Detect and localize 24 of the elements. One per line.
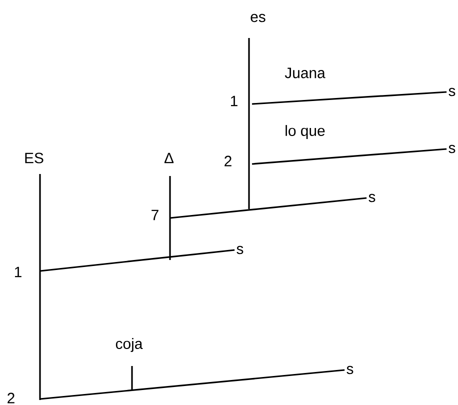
edge-label: coja xyxy=(116,338,143,352)
line xyxy=(39,174,41,400)
node-label: s xyxy=(448,144,456,154)
number-label: 2 xyxy=(224,156,232,166)
node-label: s xyxy=(448,88,456,96)
node-label: s xyxy=(368,194,376,202)
number-label: 2 xyxy=(8,392,14,404)
line xyxy=(252,148,447,165)
edge-label: Juana xyxy=(284,68,326,78)
number-label: 7 xyxy=(152,210,158,220)
edge-label: lo que xyxy=(286,125,325,139)
line xyxy=(169,176,171,260)
node-label: Δ xyxy=(164,152,174,164)
node-label: es xyxy=(250,14,266,22)
node-label: ES xyxy=(25,152,44,164)
line xyxy=(248,38,250,209)
line xyxy=(252,91,447,105)
number-label: 1 xyxy=(231,96,238,106)
line xyxy=(40,249,235,272)
node-label: s xyxy=(236,246,244,254)
line xyxy=(170,197,367,219)
line xyxy=(40,369,345,400)
node-label: s xyxy=(346,366,354,374)
number-label: 1 xyxy=(14,266,22,278)
